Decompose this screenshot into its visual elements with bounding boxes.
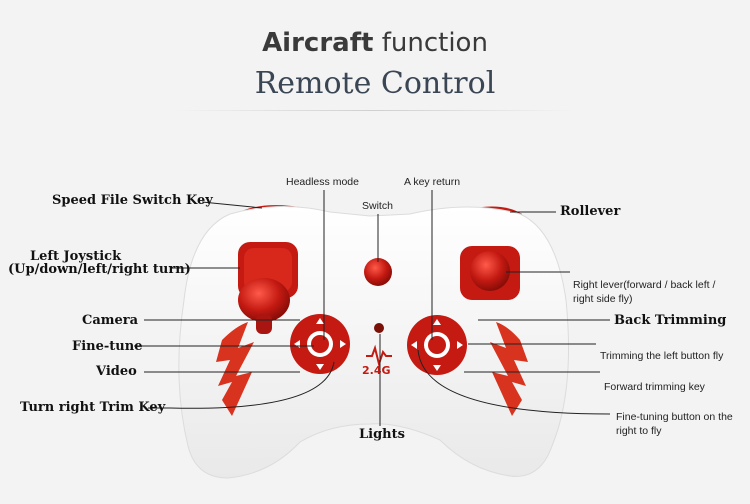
label-camera: Camera (82, 313, 139, 328)
label-fine-tune: Fine-tune (72, 339, 143, 354)
switch-button (364, 258, 392, 286)
label-switch: Switch (362, 200, 393, 212)
label-headless-mode: Headless mode (286, 176, 359, 188)
label-turn-right-trim-key: Turn right Trim Key (20, 400, 166, 415)
label-speed-file-switch-key: Speed File Switch Key (52, 193, 213, 208)
leader-lines (134, 190, 611, 426)
title-divider (175, 110, 575, 111)
fine-tuning-right-line2: right to fly (616, 425, 662, 437)
heartbeat-logo (366, 344, 392, 368)
title-rest: function (373, 28, 488, 58)
right-lever-line1: Right lever(forward / back left / (573, 279, 716, 291)
left-joystick-line1: Left Joystick (30, 249, 122, 264)
label-a-key-return: A key return (404, 176, 461, 188)
page-title: Aircraft function (0, 28, 750, 58)
right-dpad (407, 315, 467, 375)
label-forward-trimming: Forward trimming key (604, 381, 705, 393)
right-lever-line2: right side fly) (573, 293, 633, 305)
label-video: Video (96, 364, 137, 379)
light-indicator (374, 323, 384, 333)
label-left-joystick: Left Joystick (Up/down/left/right turn) (8, 250, 191, 276)
label-rollever: Rollever (560, 204, 621, 219)
label-fine-tuning-right: Fine-tuning button on the right to fly (616, 410, 733, 438)
right-flame-decor (490, 322, 528, 416)
label-right-lever: Right lever(forward / back left / right … (573, 278, 715, 306)
page-subtitle: Remote Control (254, 66, 496, 101)
badge-2-4g: 2.4G (362, 364, 391, 377)
title-bold: Aircraft (262, 28, 374, 58)
left-joystick-line2: (Up/down/left/right turn) (8, 262, 191, 277)
label-back-trimming: Back Trimming (614, 313, 727, 328)
right-joystick-stick (470, 251, 510, 291)
left-joystick-stick (238, 278, 290, 322)
label-lights: Lights (359, 427, 405, 442)
left-dpad (290, 314, 350, 374)
label-trimming-left: Trimming the left button fly (600, 350, 724, 362)
fine-tuning-right-line1: Fine-tuning button on the (616, 411, 733, 423)
